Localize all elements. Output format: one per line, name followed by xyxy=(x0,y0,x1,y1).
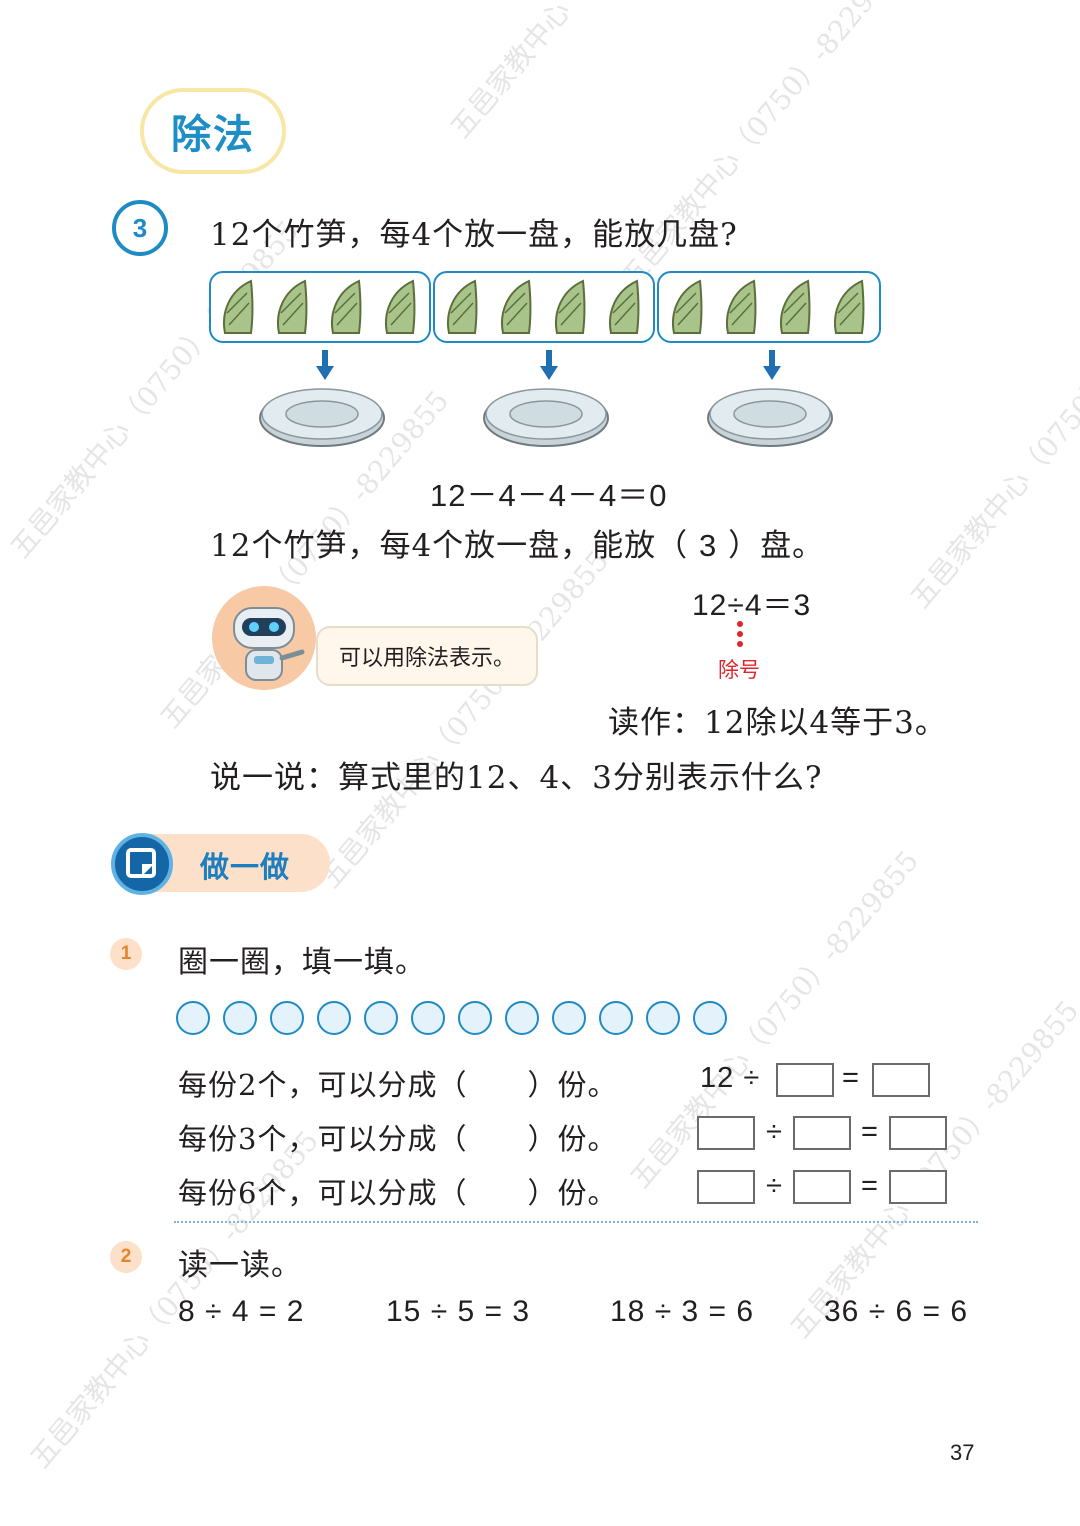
counting-circle xyxy=(693,1001,727,1035)
answer-box[interactable] xyxy=(697,1170,755,1204)
lesson-title-pill: 除法 xyxy=(140,88,286,174)
counting-circle xyxy=(646,1001,680,1035)
bamboo-shoot-icon xyxy=(447,280,640,334)
q1-row-text: 每份6个，可以分成（ ）份。 xyxy=(178,1176,618,1210)
example-question: 12个竹笋，每4个放一盘，能放几盘? xyxy=(210,217,738,253)
example-number-badge: 3 xyxy=(112,200,168,256)
robot-speech-bubble: 可以用除法表示。 xyxy=(316,626,538,686)
page-number: 37 xyxy=(950,1440,975,1465)
bamboo-group xyxy=(433,271,655,343)
pointer-dots xyxy=(737,621,743,647)
answer-prefix: 12个竹笋，每4个放一盘，能放（ xyxy=(210,528,689,564)
reading-equation: 36 ÷ 6 = 6 xyxy=(824,1295,969,1328)
watermark: 五邑家教中心（0750）-8229855 xyxy=(780,991,1080,1346)
read-as: 读作：12除以4等于3。 xyxy=(608,705,947,741)
answer-box[interactable] xyxy=(776,1063,834,1097)
q1-row-text: 每份3个，可以分成（ ）份。 xyxy=(178,1122,618,1156)
arrow-down-icon xyxy=(540,350,558,380)
answer-value: 3 xyxy=(699,528,718,563)
divide-sign-label: 除号 xyxy=(718,658,760,682)
plate-icon xyxy=(259,388,385,447)
question-number-badge: 2 xyxy=(110,1241,142,1273)
reading-equation: 8 ÷ 4 = 2 xyxy=(178,1295,305,1328)
answer-box[interactable] xyxy=(697,1116,755,1150)
exercise-header-title: 做一做 xyxy=(200,850,291,884)
watermark: 五邑家教中心（0750）-8229855 xyxy=(313,544,616,895)
answer-box[interactable] xyxy=(872,1063,930,1097)
answer-box[interactable] xyxy=(889,1170,947,1204)
subtraction-equation: 12－4－4－4＝0 xyxy=(430,478,668,513)
equals-sign: = xyxy=(861,1170,879,1202)
counting-circle xyxy=(317,1001,351,1035)
counting-circle xyxy=(599,1001,633,1035)
lesson-title: 除法 xyxy=(171,111,255,158)
answer-sentence: 12个竹笋，每4个放一盘，能放（ 3 ）盘。 xyxy=(210,520,824,565)
answer-box[interactable] xyxy=(793,1170,851,1204)
counting-circle xyxy=(270,1001,304,1035)
watermark: 五邑家教中心（0750）-8229855 xyxy=(903,264,1080,615)
counting-circle xyxy=(505,1001,539,1035)
q1-prompt: 圈一圈，填一填。 xyxy=(178,945,426,980)
watermark: 五邑家教中心（0750）-8229855 xyxy=(440,0,747,146)
plate-icon xyxy=(483,388,609,447)
reading-equation: 18 ÷ 3 = 6 xyxy=(610,1295,755,1328)
q1-row-expression: 12 ÷ xyxy=(700,1062,761,1094)
answer-suffix: ）盘。 xyxy=(728,528,825,564)
bamboo-group xyxy=(657,271,881,343)
exercise-header-icon xyxy=(111,833,173,895)
counting-circle xyxy=(364,1001,398,1035)
arrow-down-icon xyxy=(316,350,334,380)
question-number-badge: 1 xyxy=(110,938,142,970)
bamboo-shoot-icon xyxy=(223,279,416,334)
discussion-prompt: 说一说：算式里的12、4、3分别表示什么? xyxy=(210,760,823,796)
counting-circle xyxy=(552,1001,586,1035)
robot-icon xyxy=(212,586,316,690)
pencil-paper-icon xyxy=(126,848,156,878)
answer-box[interactable] xyxy=(889,1116,947,1150)
divide-sign: ÷ xyxy=(766,1170,783,1202)
equals-sign: = xyxy=(861,1116,879,1148)
q1-row-text: 每份2个，可以分成（ ）份。 xyxy=(178,1068,618,1102)
reading-equation: 15 ÷ 5 = 3 xyxy=(386,1295,531,1328)
plate-icon xyxy=(707,388,833,447)
section-divider xyxy=(174,1221,978,1223)
division-equation: 12÷4＝3 xyxy=(692,589,812,622)
bamboo-shoot-icon xyxy=(672,280,865,334)
counting-circle xyxy=(176,1001,210,1035)
divide-sign: ÷ xyxy=(766,1116,783,1148)
arrow-down-icon xyxy=(763,350,781,380)
bamboo-group xyxy=(209,271,431,343)
equals-sign: = xyxy=(842,1062,860,1094)
counting-circle xyxy=(458,1001,492,1035)
answer-box[interactable] xyxy=(793,1116,851,1150)
counting-circle xyxy=(411,1001,445,1035)
q2-prompt: 读一读。 xyxy=(178,1248,302,1283)
counting-circle xyxy=(223,1001,257,1035)
